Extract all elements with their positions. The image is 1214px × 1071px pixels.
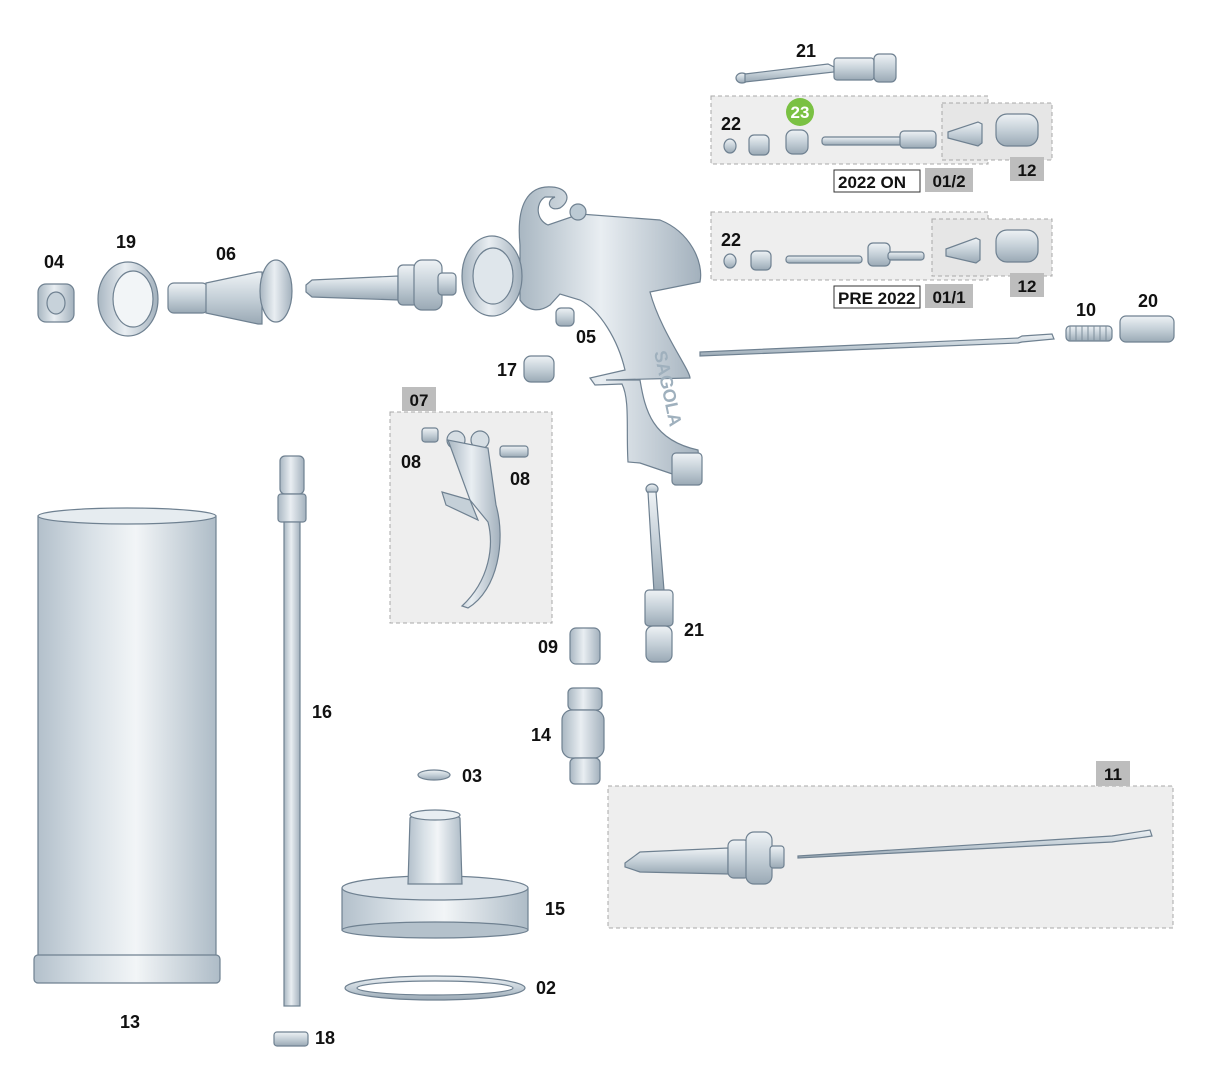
label-07: 07 xyxy=(410,391,429,410)
part-08-screw-b xyxy=(499,445,529,458)
part-06-air-cap xyxy=(167,259,293,325)
part-14 xyxy=(561,687,605,785)
part-19-ring xyxy=(97,261,159,337)
label-04: 04 xyxy=(44,252,64,272)
label-23: 23 xyxy=(791,103,810,122)
part-21-top xyxy=(735,53,897,84)
part-16-tube xyxy=(277,455,307,1007)
tag-12-bottom xyxy=(1010,273,1044,297)
label-09: 09 xyxy=(538,637,558,657)
label-13: 13 xyxy=(120,1012,140,1032)
label-06: 06 xyxy=(216,244,236,264)
part-02-gasket xyxy=(344,975,526,1001)
label-12-bottom: 12 xyxy=(1018,277,1037,296)
label-10: 10 xyxy=(1076,300,1096,320)
version-box-pre-2022: PRE 2022 01/1 xyxy=(833,284,973,309)
row-2022-parts xyxy=(723,113,1039,156)
label-05: 05 xyxy=(576,327,596,347)
part-needle xyxy=(699,333,1055,357)
part-09 xyxy=(569,627,601,665)
label-14: 14 xyxy=(531,725,551,745)
label-15: 15 xyxy=(545,899,565,919)
part-10-spring xyxy=(1065,325,1113,342)
label-02: 02 xyxy=(536,978,556,998)
part-20-knob xyxy=(1119,315,1175,343)
label-20: 20 xyxy=(1138,291,1158,311)
version-pre-2022-code: 01/1 xyxy=(932,288,965,307)
version-2022-on-code: 01/2 xyxy=(932,172,965,191)
part-05 xyxy=(555,307,575,327)
label-21-lower: 21 xyxy=(684,620,704,640)
part-13-cup xyxy=(33,507,221,984)
label-11: 11 xyxy=(1104,765,1122,784)
version-2022-on-label: 2022 ON xyxy=(838,173,906,192)
part-21-lower xyxy=(644,483,674,663)
panel-07-trigger xyxy=(389,411,553,624)
label-19: 19 xyxy=(116,232,136,252)
part-07-trigger xyxy=(441,430,501,609)
label-12-top: 12 xyxy=(1018,161,1037,180)
highlight-23-badge: 23 xyxy=(786,98,814,126)
part-08-screw-a xyxy=(421,427,439,443)
tag-07 xyxy=(402,387,436,411)
part-18-nut xyxy=(273,1031,309,1047)
part-04-cap xyxy=(37,283,75,323)
label-17: 17 xyxy=(497,360,517,380)
label-08-right: 08 xyxy=(510,469,530,489)
label-03: 03 xyxy=(462,766,482,786)
row-pre-2022-parts xyxy=(723,229,1039,271)
tag-11 xyxy=(1096,761,1130,786)
part-17 xyxy=(523,355,555,383)
label-22-bottom: 22 xyxy=(721,230,741,250)
part-11-needle-kit xyxy=(624,829,1153,885)
label-08-left: 08 xyxy=(401,452,421,472)
part-03-washer xyxy=(417,769,451,781)
version-box-2022-on: 2022 ON 01/2 xyxy=(833,168,973,193)
label-16: 16 xyxy=(312,702,332,722)
label-22-top: 22 xyxy=(721,114,741,134)
label-21-top: 21 xyxy=(796,41,816,61)
part-nozzle xyxy=(305,259,457,311)
label-18: 18 xyxy=(315,1028,335,1048)
tag-12-top xyxy=(1010,157,1044,181)
part-15-lid xyxy=(341,809,529,939)
version-pre-2022-label: PRE 2022 xyxy=(838,289,916,308)
